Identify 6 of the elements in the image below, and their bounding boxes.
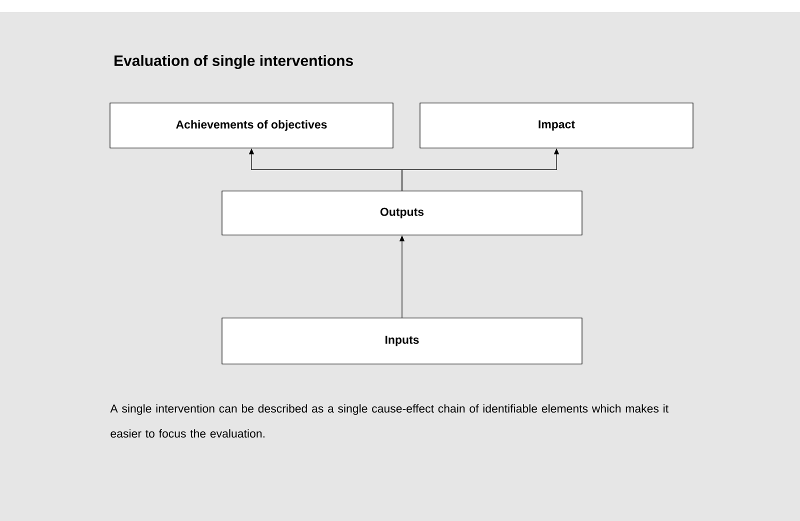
process-box: Achievements of objectives	[110, 102, 394, 148]
caption: A single intervention can be described as a single cause-effect chain of identifiable elements which makes it easier to focus the evaluation.	[110, 404, 668, 438]
title: Evaluation of single interventions	[114, 54, 353, 70]
process-box: Impact	[420, 102, 694, 148]
process-box: Outputs	[222, 190, 582, 236]
process-box: Inputs	[222, 318, 582, 364]
